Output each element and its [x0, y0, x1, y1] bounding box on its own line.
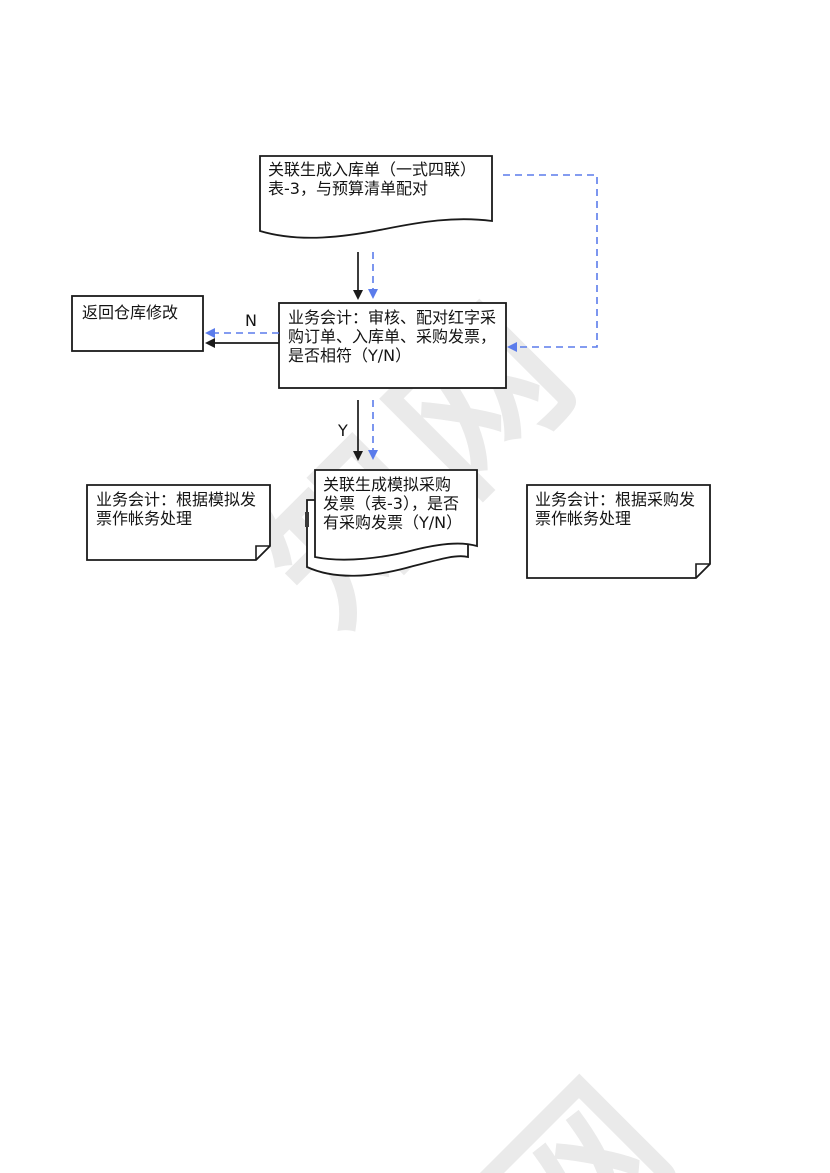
text-line: 业务会计：审核、配对红字采 [288, 308, 497, 327]
document-top-text: 关联生成入库单（一式四联） 表-3，与预算清单配对 [268, 160, 490, 198]
multi-document-text: 关联生成模拟采购 发票（表-3），是否 有采购发票（Y/N） [323, 475, 475, 532]
dashed-arrow-review-to-multidoc [368, 400, 378, 460]
text-line: 有采购发票（Y/N） [323, 513, 463, 532]
note-fold-left [255, 545, 270, 560]
text-line: 关联生成入库单（一式四联） [268, 160, 477, 179]
dashed-connector-doc-loop [503, 174, 598, 352]
process-box-return [71, 295, 204, 352]
back-sheet-text-tick [305, 512, 309, 527]
text-line: 返回仓库修改 [82, 303, 179, 322]
note-right-text: 业务会计：根据采购发 票作帐务处理 [535, 490, 705, 528]
note-fold-right [695, 563, 710, 578]
text-line: 购订单、入库单、采购发票， [288, 327, 497, 346]
text-line: 表-3，与预算清单配对 [268, 179, 428, 198]
arrow-review-to-multidoc [353, 400, 363, 461]
text-line: 关联生成模拟采购 [323, 475, 452, 494]
text-line: 业务会计：根据采购发 [535, 490, 696, 509]
dashed-arrow-review-to-return [205, 328, 279, 338]
note-left-text: 业务会计：根据模拟发 票作帐务处理 [96, 490, 266, 528]
arrow-doc-to-review [353, 252, 363, 300]
text-line: 发票（表-3），是否 [323, 494, 459, 513]
text-line: 票作帐务处理 [535, 509, 632, 528]
process-box-review [278, 302, 507, 389]
text-line: 票作帐务处理 [96, 509, 193, 528]
text-line: 业务会计：根据模拟发 [96, 490, 257, 509]
process-return-text: 返回仓库修改 [82, 303, 200, 322]
branch-label-no: N [245, 311, 257, 330]
document-shape-top [259, 155, 493, 239]
process-review-text: 业务会计：审核、配对红字采 购订单、入库单、采购发票， 是否相符（Y/N） [288, 308, 504, 365]
note-shape-right [526, 484, 711, 579]
branch-label-yes: Y [338, 421, 348, 440]
arrow-review-to-return [205, 338, 279, 348]
text-line: 是否相符（Y/N） [288, 346, 412, 365]
note-shape-left [86, 484, 271, 561]
dashed-arrow-doc-to-review [368, 252, 378, 299]
multi-document-front-sheet [314, 469, 478, 561]
